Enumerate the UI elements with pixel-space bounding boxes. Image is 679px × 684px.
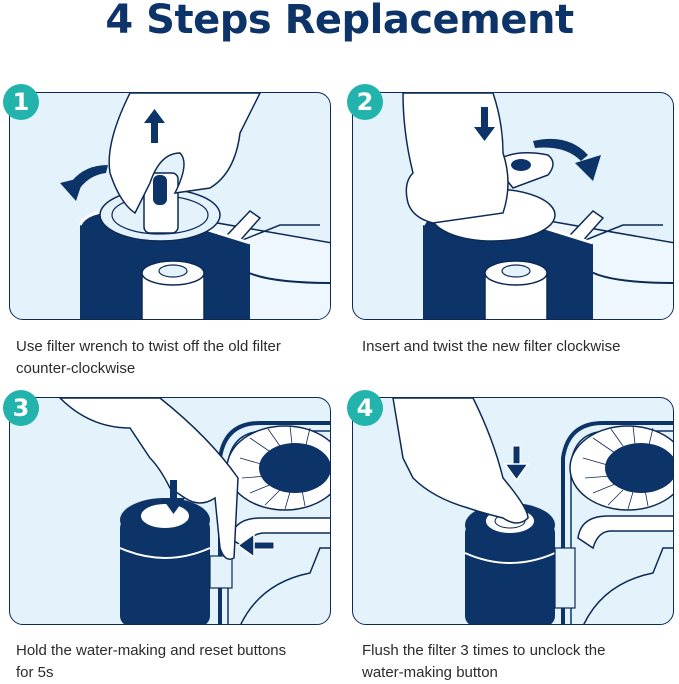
- step-1-caption: Use filter wrench to twist off the old f…: [16, 336, 346, 380]
- page-title: 4 Steps Replacement: [105, 0, 574, 43]
- step-2-caption: Insert and twist the new filter clockwis…: [362, 336, 679, 358]
- step-3-caption-line2: for 5s: [16, 664, 54, 681]
- down-arrow-icon: [162, 480, 185, 514]
- step-4-caption-line2: water-making button: [362, 664, 498, 681]
- step-3-badge: 3: [3, 390, 39, 426]
- step-4-caption: Flush the filter 3 times to unclock the …: [362, 640, 679, 684]
- step-2-illustration: [352, 92, 674, 320]
- step-4-illustration: [352, 397, 674, 625]
- step-2-caption-line1: Insert and twist the new filter clockwis…: [362, 338, 621, 355]
- step-3-illustration: [9, 397, 331, 625]
- counter-clockwise-arrow-icon: [60, 165, 108, 201]
- step-2-badge: 2: [347, 84, 383, 120]
- step-1-caption-line2: counter-clockwise: [16, 360, 136, 377]
- clockwise-arrow-icon: [533, 138, 601, 181]
- step-3-caption: Hold the water-making and reset buttons …: [16, 640, 346, 684]
- step-1-caption-line1: Use filter wrench to twist off the old f…: [16, 338, 281, 355]
- step-1-badge: 1: [3, 84, 39, 120]
- step-1-illustration: [9, 92, 331, 320]
- up-arrow-icon: [144, 109, 165, 143]
- down-arrow-icon: [503, 445, 530, 482]
- step-4-badge: 4: [347, 390, 383, 426]
- step-3-caption-line1: Hold the water-making and reset buttons: [16, 642, 287, 659]
- down-arrow-icon: [474, 107, 495, 141]
- step-4-caption-line1: Flush the filter 3 times to unclock the: [362, 642, 606, 659]
- left-arrow-icon: [236, 532, 275, 559]
